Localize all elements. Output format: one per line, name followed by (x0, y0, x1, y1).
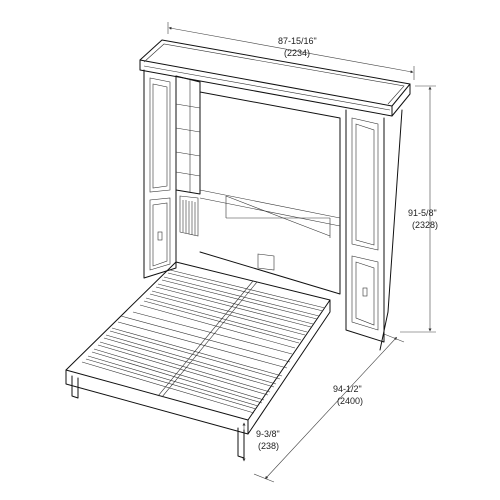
depth-dimension: 94-1/2" (2400) (253, 333, 405, 483)
depth-imperial-label: 94-1/2" (333, 384, 362, 394)
depth-metric-label: (2400) (337, 396, 363, 406)
leg-imperial-label: 9-3/8" (256, 429, 280, 439)
width-imperial-label: 87-15/16" (278, 36, 317, 46)
height-metric-label: (2328) (412, 220, 438, 230)
leg-metric-label: (238) (258, 441, 279, 451)
width-metric-label: (2234) (284, 48, 310, 58)
width-dimension: 87-15/16" (2234) (167, 22, 415, 80)
bed-frame (65, 261, 331, 459)
cabinet (139, 39, 411, 351)
height-dimension: 91-5/8" (2328) (400, 85, 438, 333)
height-imperial-label: 91-5/8" (408, 208, 437, 218)
leg-height-dimension: 9-3/8" (238) (242, 422, 280, 462)
